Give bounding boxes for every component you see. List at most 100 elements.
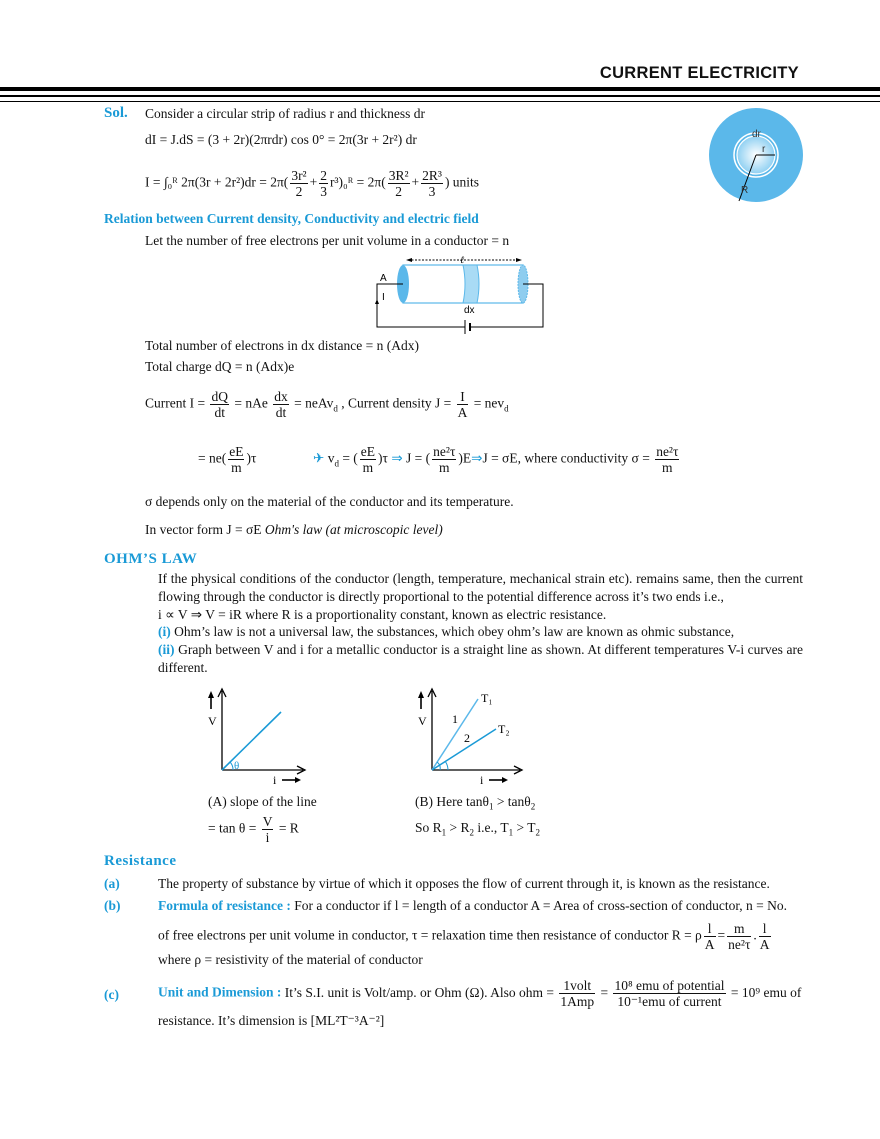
formula-text: It’s S.I. unit is Volt/amp. or Ohm (Ω). … <box>284 984 558 1000</box>
item-i-label: (i) <box>158 624 171 640</box>
fraction-denominator: m <box>362 460 374 475</box>
implies-arrow-icon: ⇒ <box>471 450 483 466</box>
fraction-numerator: 2 <box>319 168 328 184</box>
label-length: ℓ <box>460 255 464 266</box>
graph-b-resistance-eq: So R1 > R2 i.e., T1 > T2 <box>415 820 540 838</box>
ohms-law-text: If the physical conditions of the conduc… <box>158 571 803 604</box>
item-b-heading: Formula of resistance : <box>158 898 295 913</box>
formula-text: + <box>411 174 420 190</box>
fraction-denominator: 2 <box>295 184 303 199</box>
graph-b-x-label: i <box>480 773 484 785</box>
formula-text: , Current density J = <box>337 395 455 411</box>
graph-b-line2-label: 2 <box>464 731 470 745</box>
formula-subscript: 2 <box>469 827 475 838</box>
ohms-law-paragraph: If the physical conditions of the conduc… <box>158 570 803 677</box>
item-c-heading: Unit and Dimension : <box>158 984 285 1000</box>
formula-text: + <box>309 174 318 190</box>
graph-b-t2-label: T₂ <box>498 722 510 736</box>
graph-b-caption: (B) Here tanθ1 > tanθ2 <box>415 794 535 812</box>
formula-text: > tanθ <box>493 794 531 809</box>
fraction-numerator: 3r² <box>290 168 308 184</box>
fraction-numerator: V <box>261 814 274 830</box>
graph-b-t1-label: T₁ <box>481 691 493 705</box>
fraction-denominator: A <box>704 937 715 952</box>
fraction-denominator: m <box>662 460 673 475</box>
formula-text: = <box>717 927 726 943</box>
relation-heading: Relation between Current density, Conduc… <box>104 211 479 226</box>
formula-text: > T <box>513 820 536 835</box>
resistance-heading: Resistance <box>104 853 177 869</box>
graph-a-angle: θ <box>234 760 239 772</box>
ohms-law-proportionality: i ∝ V ⇒ V = iR where R is a proportional… <box>158 606 607 622</box>
formula-text: of free electrons per unit volume in con… <box>158 927 702 943</box>
fraction-numerator: l <box>703 921 716 937</box>
graph-a-y-label: V <box>208 714 217 728</box>
fraction-numerator: eE <box>228 444 245 460</box>
formula-subscript: 1 <box>488 801 494 812</box>
formula-text: So R <box>415 820 442 835</box>
sol-label: Sol. <box>104 105 128 121</box>
fraction-numerator: l <box>758 921 771 937</box>
implies-arrow-icon: ⇒ <box>391 450 403 466</box>
page-header-title: CURRENT ELECTRICITY <box>599 64 799 82</box>
fraction-numerator: 1volt <box>559 978 596 994</box>
fraction-numerator: 3R² <box>387 168 410 184</box>
item-c-label: (c) <box>104 987 119 1002</box>
fraction-denominator: A <box>457 405 468 420</box>
resistance-formula-line: of free electrons per unit volume in con… <box>158 921 773 952</box>
graph-a-caption: (A) slope of the line <box>208 794 317 809</box>
fraction-denominator: A <box>759 937 770 952</box>
formula-text: = nev <box>470 395 505 411</box>
fraction-denominator: 3 <box>320 184 327 199</box>
item-b-text: For a conductor if l = length of a condu… <box>294 898 788 913</box>
formula-text: = nAe <box>230 395 272 411</box>
formula-text: = neAv <box>290 395 334 411</box>
vector-form-eq: In vector form J = σE <box>145 522 265 537</box>
formula-text: i.e., T <box>474 820 509 835</box>
formula-subscript: 2 <box>535 827 541 838</box>
formula-text: )E <box>458 450 472 466</box>
fraction-numerator: 10⁸ emu of potential <box>613 978 726 994</box>
graph-a-x-label: i <box>273 773 277 785</box>
formula-subscript: d <box>504 403 509 414</box>
formula-text: ) units <box>444 174 480 190</box>
graph-b-line1-label: 1 <box>452 712 458 726</box>
formula-text: Current I = <box>145 395 209 411</box>
formula-text: = ( <box>338 450 358 466</box>
item-b-label: (b) <box>104 898 121 913</box>
formula-subscript: 2 <box>530 801 536 812</box>
fraction-numerator: eE <box>359 444 377 460</box>
fraction-numerator: m <box>727 921 752 937</box>
item-ii-label: (ii) <box>158 642 175 658</box>
fraction-denominator: 2 <box>395 184 402 199</box>
fraction-numerator: dQ <box>210 389 229 405</box>
conductor-cylinder-diagram: ℓ A I dx <box>375 255 544 334</box>
formula-text: . <box>753 927 757 943</box>
formula-text: (B) Here tanθ <box>415 794 489 809</box>
formula-subscript: 1 <box>508 827 514 838</box>
graph-a-v-vs-i: V θ i <box>208 687 307 785</box>
fraction-denominator: 10⁻¹emu of current <box>617 994 722 1009</box>
fraction-numerator: I <box>456 389 469 405</box>
formula-text: dI = J.dS = (3 + 2r)(2πrdr) cos 0° = 2π(… <box>145 132 417 147</box>
fraction-numerator: 2R³ <box>421 168 443 184</box>
relation-line3: Total charge dQ = n (Adx)e <box>145 359 295 374</box>
fraction-denominator: m <box>231 460 242 475</box>
formula-text: r³)₀ᴿ = 2π( <box>329 174 386 190</box>
fraction-numerator: ne²τ <box>655 444 680 460</box>
label-area: A <box>380 273 387 284</box>
